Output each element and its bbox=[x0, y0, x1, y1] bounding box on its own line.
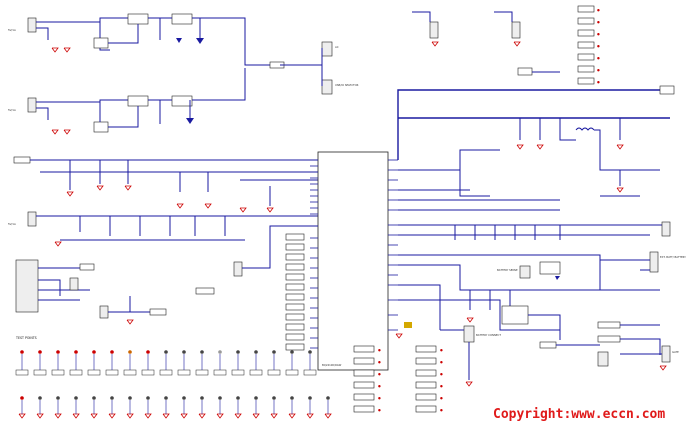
ac-usb-selectors: AC USB/IO SELECTOR bbox=[280, 41, 359, 95]
svg-text:●: ● bbox=[597, 44, 600, 48]
svg-text:●: ● bbox=[597, 68, 600, 72]
gate-label: GATE bbox=[672, 350, 679, 354]
svg-text:●: ● bbox=[597, 80, 600, 84]
input-connector-1 bbox=[27, 17, 37, 33]
zener-z3 bbox=[186, 118, 194, 124]
usb-connector bbox=[15, 259, 39, 313]
temp-jumper bbox=[597, 351, 609, 367]
tp-row-2 bbox=[20, 396, 330, 400]
svg-text:●: ● bbox=[440, 372, 443, 376]
net-label-vin bbox=[13, 156, 31, 164]
mosfet-q2 bbox=[171, 13, 193, 25]
svg-text:●: ● bbox=[440, 384, 443, 388]
inductor-l1 bbox=[575, 127, 595, 131]
ic-ground-symbol bbox=[395, 333, 403, 339]
input-block-1: 5V/1A bbox=[8, 13, 285, 69]
test-points: TEST POINTS bbox=[15, 336, 332, 419]
input-connector-3 bbox=[27, 211, 37, 227]
diode-d2 bbox=[93, 121, 109, 133]
svg-text:●: ● bbox=[440, 396, 443, 400]
mid-supply-rail bbox=[13, 156, 318, 213]
gate-connector bbox=[661, 345, 671, 363]
net-label-en bbox=[195, 287, 215, 295]
main-ic: BQ24100/RGW bbox=[285, 151, 398, 371]
batt-sense-label: BATTERY SENSE bbox=[497, 268, 518, 272]
tp-row-1-labels bbox=[15, 369, 317, 376]
copyright-watermark: Copyright:www.eccn.com bbox=[493, 407, 665, 422]
mosfet-q4 bbox=[171, 95, 193, 107]
top-right-net-labels: ● ● ● ● ● ● ● bbox=[577, 5, 600, 85]
batt-switch-block bbox=[501, 305, 529, 325]
led-indicator bbox=[404, 322, 412, 328]
svg-text:●: ● bbox=[378, 372, 381, 376]
zener-z2 bbox=[196, 38, 204, 44]
top-jumpers bbox=[412, 11, 521, 47]
net-label-tmp bbox=[597, 335, 621, 343]
svg-text:●: ● bbox=[378, 396, 381, 400]
usb-jumper-2 bbox=[99, 305, 109, 319]
svg-text:●: ● bbox=[440, 360, 443, 364]
supply-label-1: 5V/1A bbox=[8, 28, 16, 32]
svg-text:●: ● bbox=[597, 56, 600, 60]
svg-text:●: ● bbox=[378, 384, 381, 388]
net-label-pack bbox=[597, 321, 621, 329]
svg-text:●: ● bbox=[440, 408, 443, 412]
mode-jumper bbox=[233, 261, 243, 277]
net-label-usb bbox=[79, 263, 95, 271]
svg-text:●: ● bbox=[597, 8, 600, 12]
svg-text:●: ● bbox=[597, 20, 600, 24]
tp-row-2-grounds bbox=[18, 413, 332, 419]
net-label-ts bbox=[539, 341, 557, 349]
tp-row-2-stems bbox=[21, 400, 329, 414]
batt-sense-jumper bbox=[519, 265, 531, 279]
net-label-out bbox=[659, 85, 675, 95]
jumper-top-1 bbox=[429, 21, 439, 39]
svg-text:●: ● bbox=[378, 348, 381, 352]
input-connector-2 bbox=[27, 97, 37, 113]
selector-jumper-2 bbox=[321, 79, 333, 95]
ac-selector-label: AC bbox=[335, 45, 339, 49]
usb-jumper-1 bbox=[69, 277, 79, 291]
battery-section: BATTERY SENSE EXT. BATT/ BATTERY bbox=[398, 251, 686, 355]
charger-ic-u1 bbox=[317, 151, 389, 371]
supply-label-2: 5V/1A bbox=[8, 108, 16, 112]
selector-jumper-1 bbox=[321, 41, 333, 57]
output-capacitor-row bbox=[398, 221, 671, 240]
battery-connect-block: BATTERY CONNECT bbox=[440, 325, 609, 387]
ic-part-number: BQ24100/RGW bbox=[322, 363, 342, 367]
test-points-heading: TEST POINTS bbox=[15, 336, 37, 340]
diode-d1 bbox=[93, 37, 109, 49]
svg-text:●: ● bbox=[597, 32, 600, 36]
tp-row-1 bbox=[20, 350, 312, 354]
mosfet-q1 bbox=[127, 13, 149, 25]
bottom-net-legend: ● ● ● ● ● ● ● ● ● ● ● ● bbox=[353, 345, 443, 413]
usb-interface bbox=[15, 225, 318, 325]
supply-label-3: 5V/1A bbox=[8, 222, 16, 226]
output-connector-1 bbox=[661, 221, 671, 237]
jumper-top-2 bbox=[511, 21, 521, 39]
batt-connect-jumper bbox=[463, 325, 475, 343]
input-block-3: 5V/1A bbox=[8, 211, 318, 247]
svg-text:●: ● bbox=[440, 348, 443, 352]
gate-connector-block: GATE bbox=[620, 345, 679, 371]
output-power-path bbox=[397, 67, 675, 211]
net-label-sys bbox=[517, 67, 533, 76]
usb-selector-label: USB/IO SELECTOR bbox=[335, 83, 359, 87]
batt-connect-label: BATTERY CONNECT bbox=[476, 333, 501, 337]
tp-row-1-stems bbox=[21, 354, 311, 370]
mosfet-q3 bbox=[127, 95, 149, 107]
battery-connector bbox=[649, 251, 659, 273]
ext-batt-label: EXT. BATT/ BATTERY bbox=[660, 255, 686, 259]
ic-left-net-labels bbox=[285, 233, 305, 351]
input-block-2: 5V/1A bbox=[8, 68, 246, 135]
svg-text:●: ● bbox=[378, 360, 381, 364]
svg-text:●: ● bbox=[378, 408, 381, 412]
zener-z1 bbox=[176, 38, 182, 43]
mosfet-q5 bbox=[539, 261, 561, 275]
